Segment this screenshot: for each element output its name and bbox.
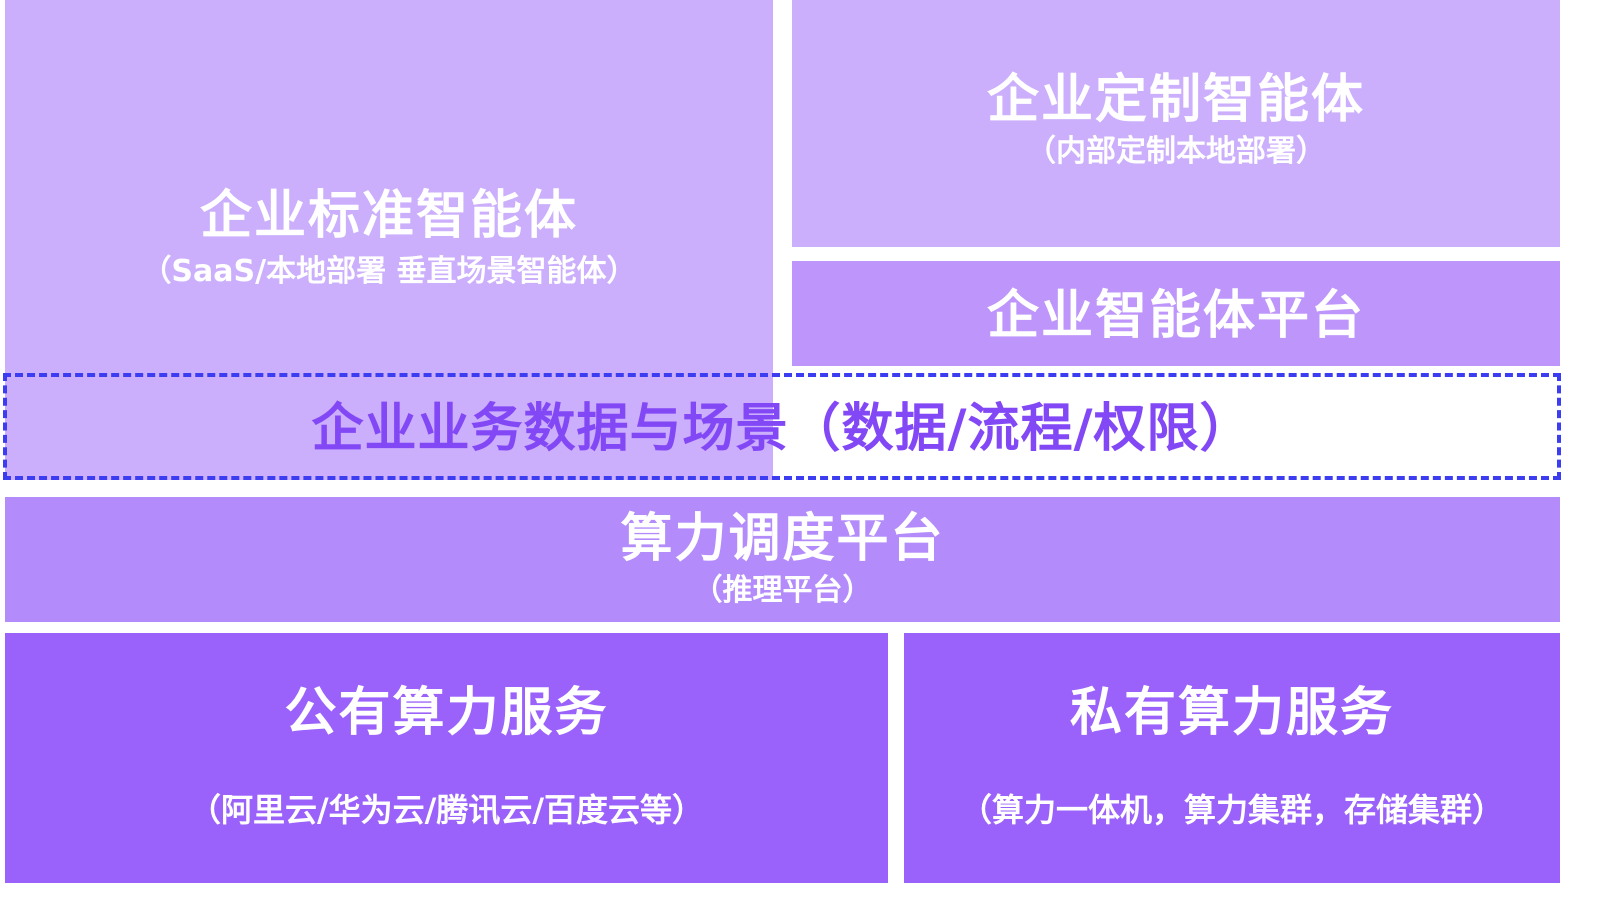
standard-agent-block: 企业标准智能体 （SaaS/本地部署 垂直场景智能体） xyxy=(5,0,773,480)
public-compute-subtitle: （阿里云/华为云/腾讯云/百度云等） xyxy=(188,791,705,829)
compute-scheduling-block: 算力调度平台 （推理平台） xyxy=(5,497,1560,622)
public-compute-title: 公有算力服务 xyxy=(284,683,609,743)
compute-scheduling-title: 算力调度平台 xyxy=(620,508,945,569)
standard-agent-subtitle: （SaaS/本地部署 垂直场景智能体） xyxy=(141,254,637,289)
agent-platform-block: 企业智能体平台 xyxy=(792,261,1560,366)
custom-agent-title: 企业定制智能体 xyxy=(986,70,1365,130)
business-data-band: 企业业务数据与场景（数据/流程/权限） xyxy=(3,373,1561,480)
public-compute-block: 公有算力服务 （阿里云/华为云/腾讯云/百度云等） xyxy=(5,633,888,883)
custom-agent-block: 企业定制智能体 （内部定制本地部署） xyxy=(792,0,1560,247)
agent-platform-title: 企业智能体平台 xyxy=(986,285,1365,346)
private-compute-block: 私有算力服务 （算力一体机，算力集群，存储集群） xyxy=(904,633,1560,883)
compute-scheduling-subtitle: （推理平台） xyxy=(692,572,873,608)
custom-agent-subtitle: （内部定制本地部署） xyxy=(1026,134,1326,169)
private-compute-subtitle: （算力一体机，算力集群，存储集群） xyxy=(959,791,1504,829)
business-data-title: 企业业务数据与场景（数据/流程/权限） xyxy=(311,398,1253,459)
private-compute-title: 私有算力服务 xyxy=(1069,683,1394,743)
standard-agent-title: 企业标准智能体 xyxy=(199,186,578,246)
